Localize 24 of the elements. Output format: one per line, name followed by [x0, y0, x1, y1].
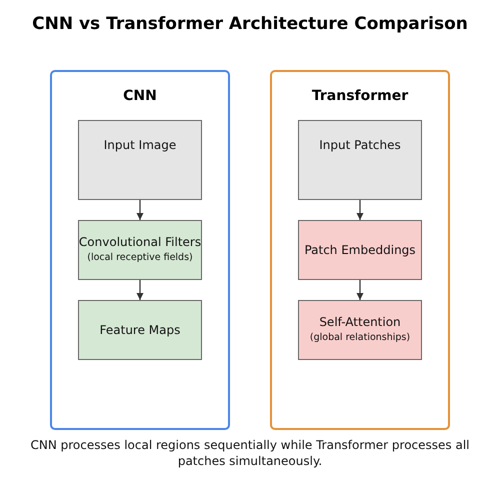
arrow [356, 280, 364, 300]
box-label: Patch Embeddings [304, 242, 416, 258]
panel-heading: Transformer [312, 87, 408, 105]
box-label: Input Image [104, 138, 176, 153]
box-label: Input Patches [319, 138, 401, 153]
panel-heading: CNN [123, 87, 157, 105]
box-label: Convolutional Filters [78, 235, 202, 250]
caption: CNN processes local regions sequentially while Transformer processes all patches simultaneously. [29, 437, 470, 469]
process-box [298, 220, 422, 280]
box-sublabel: (local receptive fields) [87, 251, 193, 265]
arrow [136, 200, 144, 220]
process-box [298, 300, 422, 360]
arrow [136, 280, 144, 300]
process-box [78, 120, 202, 200]
group-panel [270, 70, 450, 430]
process-box [298, 120, 422, 200]
box-label: Self-Attention [319, 315, 401, 330]
diagram-title: CNN vs Transformer Architecture Comparison [31, 13, 469, 35]
group-panel [50, 70, 230, 430]
process-box [78, 220, 202, 280]
box-sublabel: (global relationships) [310, 331, 410, 345]
process-box [78, 300, 202, 360]
arrow [356, 200, 364, 220]
box-label: Feature Maps [100, 322, 180, 338]
